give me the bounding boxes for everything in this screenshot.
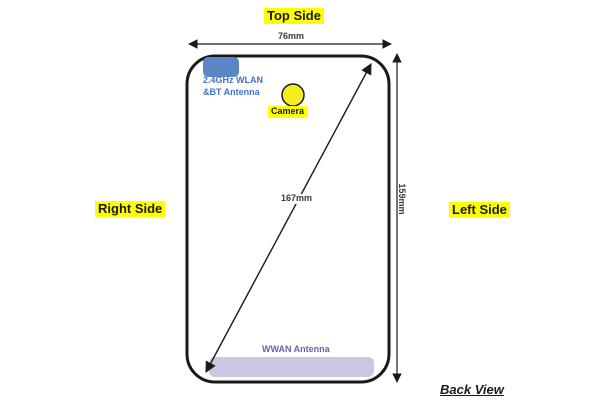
top-side-label: Top Side: [264, 8, 324, 25]
back-view-label: Back View: [440, 382, 504, 397]
height-dimension-label: 159mm: [396, 183, 407, 215]
width-dimension-label: 76mm: [277, 31, 304, 41]
wwan-antenna-label: WWAN Antenna: [262, 344, 330, 354]
camera-circle: [281, 83, 305, 107]
left-side-label: Left Side: [449, 202, 510, 219]
wlan-bt-antenna-label-line2: &BT Antenna: [203, 87, 260, 97]
right-side-label: Right Side: [95, 201, 166, 218]
diagonal-dimension-label: 167mm: [279, 193, 315, 204]
camera-label: Camera: [268, 106, 308, 118]
wlan-bt-antenna-label: 2.4GHz WLAN &BT Antenna: [203, 74, 263, 98]
wlan-bt-antenna-label-line1: 2.4GHz WLAN: [203, 75, 264, 85]
wwan-antenna-region: [209, 357, 374, 377]
diagonal-dimension-line: [205, 63, 372, 373]
